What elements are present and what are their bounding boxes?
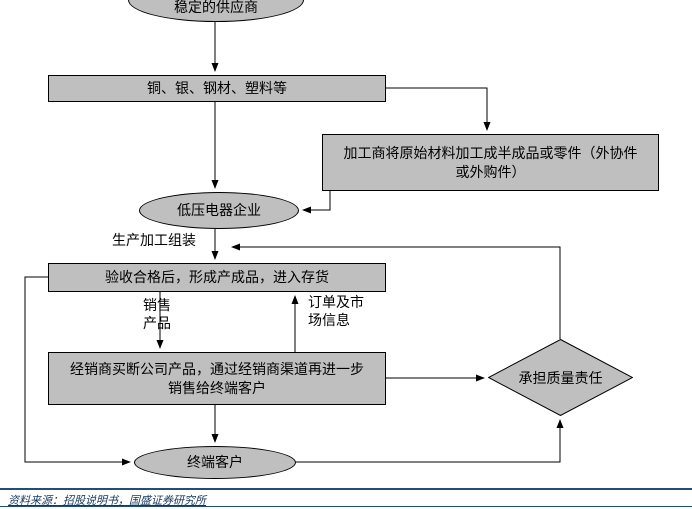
node-inventory-label: 验收合格后，形成产成品，进入存货 [105, 269, 329, 286]
arrow-processor-to-company [302, 191, 331, 214]
edge-label-sell: 销售 产品 [143, 297, 171, 331]
arrow-end-customer-to-quality [296, 419, 564, 463]
node-distributor: 经销商买断公司产品，通过经销商渠道再进一步 销售给终端客户 [48, 352, 386, 405]
footer-divider-top [0, 488, 692, 490]
node-processor: 加工商将原始材料加工成半成品或零件（外协件 或外购件） [322, 134, 659, 191]
node-distributor-label: 经销商买断公司产品，通过经销商渠道再进一步 销售给终端客户 [70, 361, 364, 396]
node-end-customer: 终端客户 [134, 446, 296, 479]
footer-source-text: 资料来源：招股说明书，国盛证券研究所 [8, 495, 206, 507]
node-raw-materials-label: 铜、银、钢材、塑料等 [147, 80, 287, 97]
edge-label-production: 生产加工组装 [112, 232, 196, 248]
node-end-customer-label: 终端客户 [187, 454, 243, 471]
footer-divider-bottom [0, 506, 692, 507]
node-raw-materials: 铜、银、钢材、塑料等 [48, 75, 386, 102]
node-inventory: 验收合格后，形成产成品，进入存货 [48, 263, 386, 292]
node-stable-supplier: 稳定的供应商 [128, 0, 304, 22]
edge-label-orders: 订单及市 场信息 [308, 294, 364, 328]
node-quality-responsibility-label: 承担质量责任 [518, 369, 603, 386]
diamond-shape [488, 339, 633, 416]
arrow-materials-to-processor [386, 87, 491, 131]
arrow-quality-to-production-flow [231, 243, 561, 339]
node-stable-supplier-label: 稳定的供应商 [174, 0, 258, 15]
node-quality-responsibility: 承担质量责任 [488, 339, 633, 416]
node-low-voltage-company-label: 低压电器企业 [177, 202, 261, 219]
node-low-voltage-company: 低压电器企业 [139, 192, 299, 229]
node-processor-label: 加工商将原始材料加工成半成品或零件（外协件 或外购件） [343, 145, 638, 180]
